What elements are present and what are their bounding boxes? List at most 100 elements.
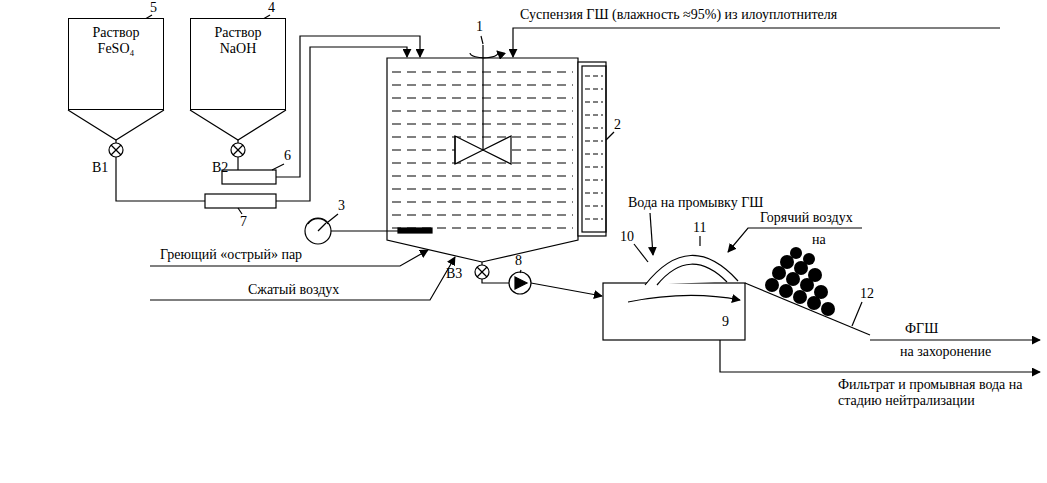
gauge-needle — [318, 223, 326, 231]
leader-line — [634, 244, 648, 262]
hood — [645, 255, 738, 285]
heating-jacket — [582, 66, 606, 232]
sludge-pile — [765, 247, 835, 316]
hood — [657, 264, 727, 285]
callout-number: 10 — [620, 229, 634, 245]
flow-label: на захоронение — [900, 344, 991, 360]
callout-number: 5 — [150, 0, 157, 16]
callout-number: 3 — [338, 198, 345, 214]
leader-line — [699, 236, 700, 246]
callout-number: 6 — [284, 148, 291, 164]
pump-symbol — [515, 277, 527, 289]
gauge-scale — [308, 219, 328, 224]
jacket-hatch — [585, 140, 603, 141]
sludge-pile — [814, 285, 828, 299]
valve-label: В3 — [446, 266, 462, 282]
jacket-hatch — [585, 192, 603, 193]
callout-number: 9 — [722, 314, 729, 330]
jacket-hatch — [585, 114, 603, 115]
jacket-hatch — [585, 75, 603, 76]
pump-symbol — [509, 272, 531, 294]
impeller — [454, 136, 455, 164]
callout-number: 7 — [240, 214, 247, 230]
impeller — [455, 136, 483, 164]
air-line — [150, 257, 455, 300]
tank-cone — [190, 110, 286, 140]
callout-number: 4 — [268, 0, 275, 16]
flow-label: ФГШ — [905, 321, 938, 337]
tank-cone — [68, 110, 164, 140]
flow-label: на — [812, 232, 826, 248]
tank-label: Раствор FeSO₄ — [73, 25, 159, 57]
leader-line — [520, 270, 521, 273]
pipe — [531, 283, 602, 296]
valve-label: В2 — [212, 160, 228, 176]
callout-number: 1 — [476, 19, 483, 35]
liquid-level — [392, 175, 573, 176]
valve-symbol — [231, 143, 245, 157]
jacket-hatch — [585, 218, 603, 219]
valve-symbol — [475, 265, 489, 279]
jacket-hatch — [585, 127, 603, 128]
jacket-hatch — [585, 205, 603, 206]
valve-symbol — [231, 143, 245, 157]
tank: Раствор NaOH — [190, 18, 286, 110]
liquid-level — [392, 162, 573, 163]
agitator-shaft — [482, 45, 483, 150]
liquid-level — [392, 188, 573, 189]
sludge-pile — [821, 302, 835, 316]
callout-number: 11 — [693, 220, 706, 236]
valve-symbol — [475, 265, 489, 279]
jacket-hatch — [585, 76, 603, 219]
valve-symbol — [111, 145, 121, 155]
valve-symbol — [111, 145, 121, 155]
callout-number: 2 — [614, 117, 621, 133]
jacket-hatch — [585, 179, 603, 180]
flow-label: Сжатый воздух — [248, 282, 339, 298]
leader-line — [328, 214, 338, 222]
leader-line — [481, 36, 483, 44]
process-scheme — [68, 15, 1040, 372]
sludge-pile — [793, 290, 807, 304]
flow-label: Греющий «острый» пар — [160, 247, 302, 263]
jacket-hatch — [585, 88, 603, 89]
flow-label: Суспензия ГШ (влажность ≈95%) из илоупло… — [520, 7, 837, 23]
sludge-pile — [765, 278, 779, 292]
callout-number: 8 — [515, 253, 522, 269]
pressure-gauge — [305, 218, 331, 244]
feed-line — [513, 28, 1000, 57]
tank: Раствор FeSO₄ — [68, 18, 164, 110]
jacket-hatch — [585, 101, 603, 102]
filter-body — [603, 283, 745, 340]
sludge-pile — [790, 247, 802, 259]
leader-line — [606, 132, 614, 140]
valve-symbol — [233, 145, 243, 155]
jacket-hatch — [585, 166, 603, 167]
valve-symbol — [233, 145, 243, 155]
water-line — [650, 213, 653, 255]
sensor — [398, 228, 432, 233]
leader-line — [272, 164, 284, 170]
jacket-hatch — [585, 153, 603, 154]
pipe — [237, 157, 238, 170]
doser — [222, 170, 276, 184]
flow-label: Фильтрат и промывная вода на стадию нейт… — [838, 377, 1043, 409]
rotation-arrow — [470, 51, 498, 58]
heating-jacket — [578, 62, 606, 236]
leader-line — [238, 208, 242, 214]
filter-belt — [628, 295, 740, 302]
valve-symbol — [477, 267, 487, 277]
tank-label: Раствор NaOH — [195, 25, 281, 57]
valve-symbol — [109, 143, 123, 157]
valve-label: В1 — [92, 160, 108, 176]
liquid-level — [392, 201, 573, 202]
pipe — [482, 279, 509, 283]
valve-symbol — [477, 267, 487, 277]
gauge-line — [331, 230, 398, 231]
valve-symbol — [109, 143, 123, 157]
doser — [205, 194, 276, 208]
impeller — [483, 136, 511, 164]
filtrate-line — [720, 340, 1040, 372]
flow-label: Вода на промывку ГШ — [628, 195, 763, 211]
